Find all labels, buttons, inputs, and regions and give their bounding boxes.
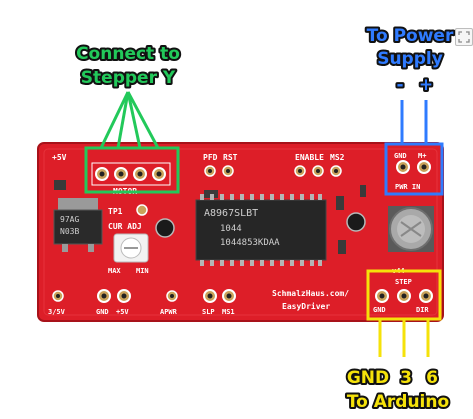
- label-slp: SLP: [202, 308, 215, 316]
- motor-header: [91, 162, 171, 186]
- power-header: [396, 160, 431, 174]
- chip-label-2: 1044: [220, 224, 242, 234]
- label-easydriver: EasyDriver: [282, 301, 330, 311]
- tp1-pad: [136, 204, 148, 216]
- capacitor: [388, 206, 434, 252]
- top-pads: [204, 165, 342, 177]
- label-url: SchmalzHaus.com/: [272, 289, 349, 298]
- label-gnd-top: GND: [394, 152, 407, 160]
- label-apwr: APWR: [160, 308, 178, 316]
- label-gnd-bottom-right: GND: [373, 306, 386, 314]
- chip-label-1: A8967SLBT: [204, 208, 258, 219]
- chip-label-3: 1044853KDAA: [220, 238, 280, 248]
- label-pfd: PFD: [203, 153, 218, 162]
- power-callout-minus: -: [396, 75, 403, 95]
- smd-component: [54, 180, 66, 190]
- label-cur-adj: CUR ADJ: [108, 222, 142, 231]
- label-gnd-bottom: GND: [96, 308, 109, 316]
- smd-component: [336, 196, 344, 210]
- stepper-callout-line1: Connect to: [76, 44, 180, 64]
- label-ms1: MS1: [222, 308, 235, 316]
- label-5v-bottom: +5V: [116, 308, 129, 316]
- power-callout: [384, 100, 444, 196]
- power-callout-plus: +: [419, 75, 433, 95]
- regulator-label-1: 97AG: [60, 215, 79, 224]
- expand-icon[interactable]: [455, 28, 473, 46]
- label-min: MIN: [136, 267, 149, 275]
- arduino-callout: [366, 269, 442, 357]
- smd-component: [338, 240, 346, 254]
- label-tp1: TP1: [108, 207, 123, 216]
- mounting-hole: [346, 212, 366, 232]
- label-ms2: MS2: [330, 153, 345, 162]
- arduino-pin-gnd: GND: [347, 368, 389, 388]
- label-max: MAX: [108, 267, 121, 275]
- smd-component: [360, 185, 366, 197]
- arduino-callout-line2: To Arduino: [347, 392, 449, 412]
- label-5v-top: +5V: [52, 153, 67, 162]
- label-dir: DIR: [416, 306, 429, 314]
- power-callout-line2: Supply: [377, 49, 443, 69]
- bottom-left-pads: [52, 289, 236, 303]
- label-3-5v: 3/5V: [48, 308, 66, 316]
- power-callout-line1: To Power: [367, 26, 454, 46]
- mounting-hole: [155, 218, 175, 238]
- label-m-plus: M+: [418, 152, 426, 160]
- label-rst: RST: [223, 153, 238, 162]
- driver-chip: [195, 194, 327, 266]
- stepper-callout-line2: Stepper Y: [81, 68, 176, 88]
- voltage-regulator: [53, 198, 103, 252]
- stepper-callout: [84, 91, 180, 194]
- arduino-header: [375, 289, 433, 303]
- label-pwr-in: PWR IN: [395, 183, 420, 191]
- label-step: STEP: [395, 278, 412, 286]
- arduino-pin-3: 3: [400, 368, 412, 388]
- regulator-label-2: N03B: [60, 227, 79, 236]
- current-pot: [113, 233, 149, 263]
- label-enable: ENABLE: [295, 153, 324, 162]
- arduino-pin-6: 6: [426, 368, 438, 388]
